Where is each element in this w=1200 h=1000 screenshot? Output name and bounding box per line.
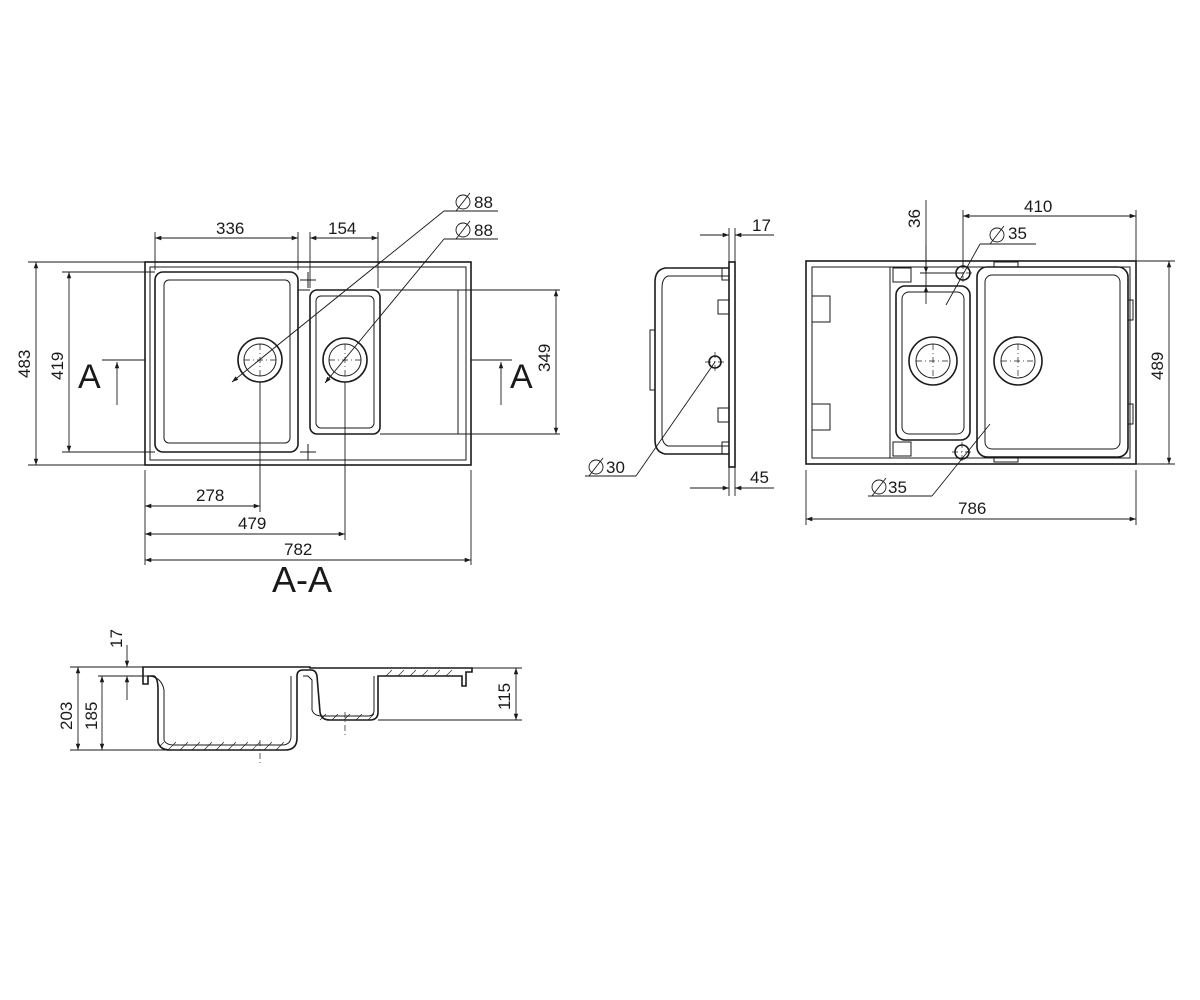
diameter-symbol bbox=[588, 459, 604, 475]
dim-36: 36 bbox=[905, 209, 924, 228]
dim-185: 185 bbox=[82, 702, 101, 730]
dim-419: 419 bbox=[48, 352, 67, 380]
cutout-outline bbox=[805, 260, 1137, 465]
cutout-drain-small bbox=[908, 336, 958, 386]
cutout-large-bowl bbox=[976, 266, 1129, 458]
diam-88-top: 88 bbox=[474, 193, 493, 212]
dim-349: 349 bbox=[535, 344, 554, 372]
dim-17-side: 17 bbox=[752, 216, 771, 235]
cutout-drain-large bbox=[993, 336, 1043, 386]
dim-115: 115 bbox=[495, 683, 514, 710]
sink-outline-inner bbox=[149, 266, 467, 461]
dim-483: 483 bbox=[15, 350, 34, 378]
section-title: A-A bbox=[272, 559, 332, 600]
drainboard bbox=[380, 289, 459, 435]
dim-154: 154 bbox=[328, 219, 356, 238]
section-mark-left: A bbox=[78, 358, 101, 396]
diameter-symbol bbox=[455, 194, 471, 210]
drain-large bbox=[237, 337, 283, 383]
dim-489: 489 bbox=[1148, 352, 1167, 380]
bowl-side-profile bbox=[654, 267, 729, 455]
dim-479: 479 bbox=[238, 514, 266, 533]
dim-17-section: 17 bbox=[107, 629, 126, 648]
dim-278: 278 bbox=[196, 486, 224, 505]
diameter-symbol bbox=[871, 479, 887, 495]
rim-plate bbox=[728, 261, 736, 468]
large-bowl-inner bbox=[163, 279, 291, 444]
side-view: 17 45 30 bbox=[585, 216, 774, 496]
diam-35-top: 35 bbox=[1008, 224, 1027, 243]
section-profile bbox=[142, 666, 473, 751]
dim-203: 203 bbox=[57, 702, 76, 730]
diameter-symbol bbox=[989, 227, 1005, 243]
diam-30: 30 bbox=[606, 458, 625, 477]
section-view: A-A 17 203 bbox=[57, 559, 522, 765]
large-bowl bbox=[154, 271, 299, 453]
drain-small bbox=[322, 337, 368, 383]
cutout-small-bowl bbox=[895, 285, 971, 441]
diam-88-bottom: 88 bbox=[474, 221, 493, 240]
dim-410: 410 bbox=[1024, 197, 1052, 216]
cutout-view: 36 410 35 35 489 786 bbox=[805, 197, 1175, 525]
diameter-symbol bbox=[455, 222, 471, 238]
dim-336: 336 bbox=[216, 219, 244, 238]
sink-outline bbox=[144, 261, 472, 466]
dim-786: 786 bbox=[958, 499, 986, 518]
dim-45: 45 bbox=[750, 468, 769, 487]
rim-hatching bbox=[159, 669, 453, 751]
dim-782: 782 bbox=[284, 540, 312, 559]
diam-35-bottom: 35 bbox=[888, 478, 907, 497]
top-view: A A 336 154 88 88 483 419 bbox=[15, 192, 560, 565]
section-mark-right: A bbox=[510, 358, 533, 396]
